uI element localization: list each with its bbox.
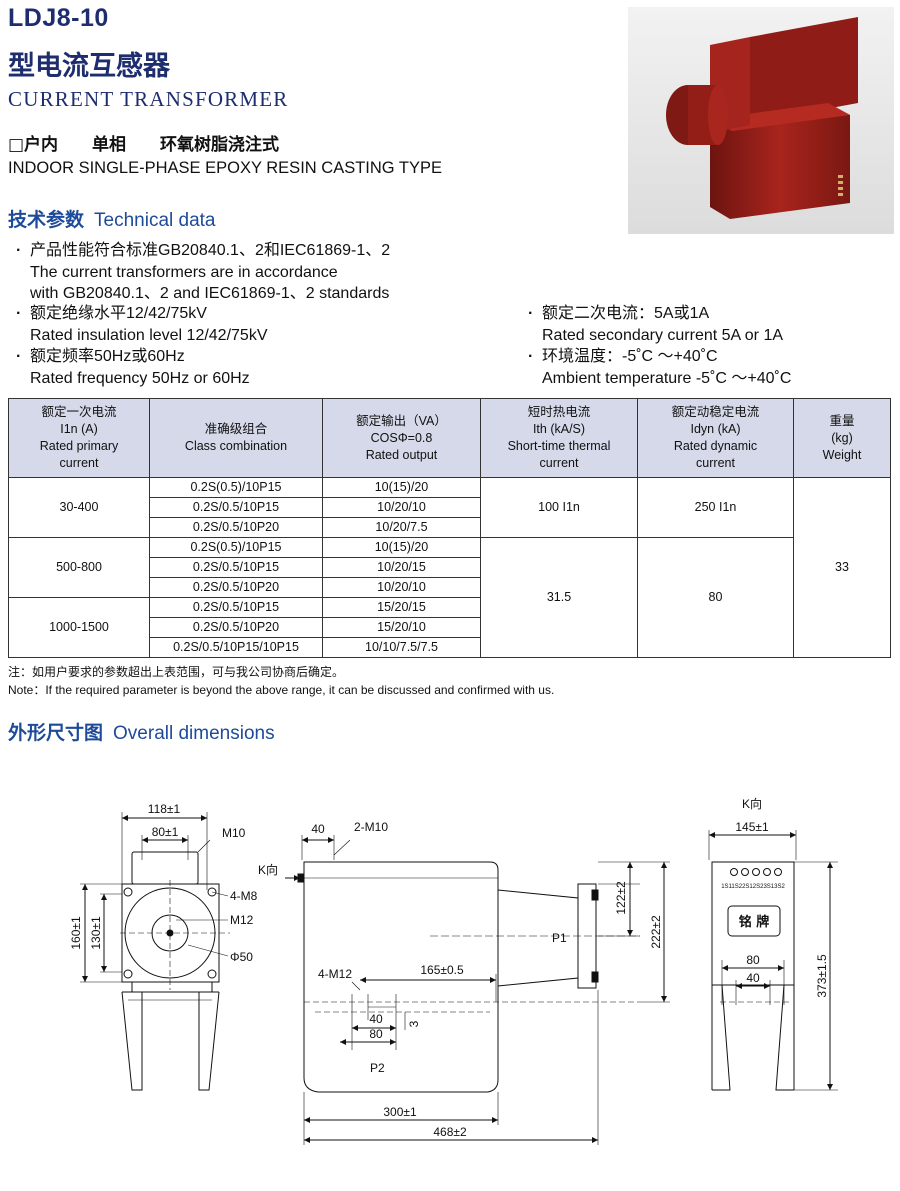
label-nameplate: 铭 牌 <box>739 914 770 930</box>
cell-weight: 33 <box>793 477 891 658</box>
dim-40-holes: 40 <box>369 1012 383 1026</box>
cell-idyn: 250 I1n <box>637 477 794 538</box>
note-chinese: 注：如用户要求的参数超出上表范围，可与我公司协商后确定。 <box>8 665 345 679</box>
cell-output: 10/20/10 <box>322 577 481 598</box>
dim-165: 165±0.5 <box>420 963 464 977</box>
table-row: 30-400 0.2S(0.5)/10P15 10(15)/20 100 I1n… <box>8 477 891 658</box>
spec-secondary-current: · 额定二次电流：5A或1A Rated secondary current 5… <box>528 305 784 344</box>
note-english: Note：If the required parameter is beyond… <box>8 683 555 697</box>
cell-class: 0.2S/0.5/10P15 <box>149 597 323 618</box>
label-4-m12: 4-M12 <box>318 967 352 981</box>
cell-class: 0.2S(0.5)/10P15 <box>149 477 323 498</box>
cell-class: 0.2S/0.5/10P15/10P15 <box>149 637 323 658</box>
dim-118: 118±1 <box>148 802 181 816</box>
spec-frequency: · 额定频率50Hz或60Hz Rated frequency 50Hz or … <box>16 348 250 387</box>
cell-ith: 31.5 <box>480 537 638 658</box>
cell-ith: 100 I1n <box>480 477 638 538</box>
cell-class: 0.2S/0.5/10P20 <box>149 517 323 538</box>
spec-insulation: · 额定绝缘水平12/42/75kV Rated insulation leve… <box>16 305 268 344</box>
dimension-drawing: 118±1 80±1 M10 4-M8 M12 Φ50 160±1 130±1 … <box>69 796 838 1145</box>
cell-class: 0.2S/0.5/10P15 <box>149 497 323 518</box>
dim-80: 80±1 <box>152 825 179 839</box>
table-row: 500-800 0.2S(0.5)/10P15 10(15)/20 31.5 8… <box>8 537 891 658</box>
label-k-view: K向 <box>742 796 762 811</box>
table-row: 0.2S/0.5/10P15 10/20/10 <box>9 497 891 518</box>
cell-class: 0.2S/0.5/10P20 <box>149 577 323 598</box>
front-view <box>285 835 670 1145</box>
cell-idyn: 80 <box>637 537 794 658</box>
label-k-direction: K向 <box>258 862 278 877</box>
table-row: 0.2S/0.5/10P15/10P15 10/10/7.5/7.5 <box>9 637 891 658</box>
spec-standards: · 产品性能符合标准GB20840.1、2和IEC61869-1、2 The c… <box>16 242 391 302</box>
cell-output: 10/20/7.5 <box>322 517 481 538</box>
cell-output: 10/20/10 <box>322 497 481 518</box>
cell-class: 0.2S(0.5)/10P15 <box>149 537 323 558</box>
dim-468: 468±2 <box>433 1125 467 1139</box>
model-number: LDJ8-10 <box>8 4 109 32</box>
cell-output: 10(15)/20 <box>322 537 481 558</box>
side-view <box>80 812 230 1091</box>
type-english: INDOOR SINGLE-PHASE EPOXY RESIN CASTING … <box>8 159 442 177</box>
title-english: CURRENT TRANSFORMER <box>8 87 289 111</box>
dim-40-top: 40 <box>311 822 325 836</box>
dim-80-holes: 80 <box>369 1027 383 1041</box>
spec-ambient-temperature: · 环境温度：-5˚C ～+40˚C Ambient temperature -… <box>528 348 792 387</box>
cell-output: 15/20/10 <box>322 617 481 638</box>
label-terminals: 1S11S22S12S23S13S2 <box>721 884 785 890</box>
cell-primary: 500-800 <box>8 537 150 598</box>
cell-primary: 30-400 <box>8 477 150 538</box>
label-p2: P2 <box>370 1061 385 1075</box>
cell-primary: 1000-1500 <box>8 597 150 658</box>
title-chinese: 型电流互感器 <box>8 51 170 82</box>
dim-130: 130±1 <box>89 916 103 950</box>
product-photo <box>628 7 894 234</box>
dim-373: 373±1.5 <box>815 954 829 998</box>
cell-output: 10(15)/20 <box>322 477 481 498</box>
cell-output: 15/20/15 <box>322 597 481 618</box>
label-phi50: Φ50 <box>230 950 253 964</box>
dim-122: 122±2 <box>614 881 628 915</box>
cell-class: 0.2S/0.5/10P15 <box>149 557 323 578</box>
cell-output: 10/20/15 <box>322 557 481 578</box>
label-4-m8: 4-M8 <box>230 889 258 903</box>
dim-145: 145±1 <box>735 820 769 834</box>
header-weight: 重量(kg)Weight <box>793 398 891 478</box>
dim-80-k: 80 <box>746 953 760 967</box>
dim-222: 222±2 <box>649 915 663 949</box>
dim-40-k: 40 <box>746 971 760 985</box>
k-view <box>708 830 838 1091</box>
cell-output: 10/10/7.5/7.5 <box>322 637 481 658</box>
dim-3: 3 <box>407 1020 421 1027</box>
dim-300: 300±1 <box>383 1105 417 1119</box>
dim-160: 160±1 <box>69 916 83 950</box>
label-m10: M10 <box>222 826 246 840</box>
label-p1: P1 <box>552 931 567 945</box>
table-row: 0.2S/0.5/10P20 10/20/7.5 <box>9 517 891 538</box>
table-row: 0.2S/0.5/10P20 15/20/10 <box>9 617 891 638</box>
type-chinese: □户内 单相 环氧树脂浇注式 <box>8 135 280 155</box>
table-row: 1000-1500 0.2S/0.5/10P15 15/20/15 <box>8 597 891 658</box>
label-m12: M12 <box>230 913 254 927</box>
label-2-m10: 2-M10 <box>354 820 388 834</box>
table-row: 0.2S/0.5/10P20 10/20/10 <box>9 577 891 598</box>
cell-class: 0.2S/0.5/10P20 <box>149 617 323 638</box>
